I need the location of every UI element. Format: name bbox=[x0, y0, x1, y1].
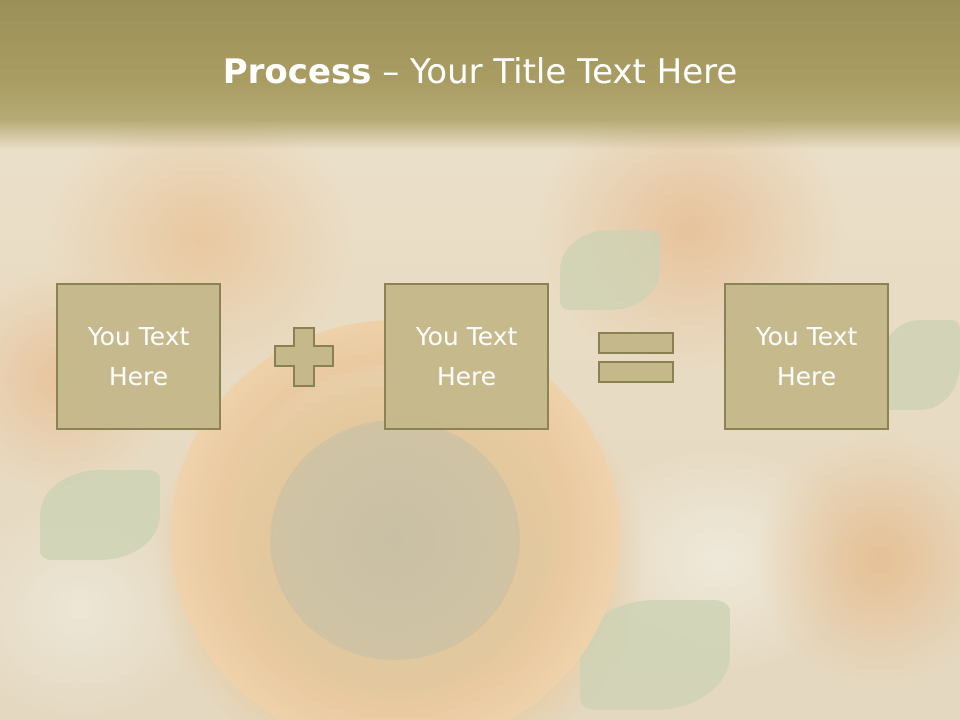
process-step-text: You Text Here bbox=[415, 321, 518, 391]
title-rest: – Your Title Text Here bbox=[371, 52, 738, 92]
leaf bbox=[880, 320, 960, 410]
process-step-1[interactable]: You Text Here bbox=[56, 283, 221, 430]
sunflower-center bbox=[270, 420, 520, 660]
equals-icon-lower bbox=[598, 361, 674, 383]
process-step-text: You Text Here bbox=[755, 321, 858, 391]
title-bar: Process – Your Title Text Here bbox=[0, 0, 960, 150]
plus-icon-center bbox=[276, 347, 332, 365]
title-bold: Process bbox=[222, 52, 372, 92]
process-step-text: You Text Here bbox=[87, 321, 190, 391]
process-step-2[interactable]: You Text Here bbox=[384, 283, 549, 430]
leaf bbox=[40, 470, 160, 560]
process-step-3[interactable]: You Text Here bbox=[724, 283, 889, 430]
equals-icon bbox=[598, 332, 674, 354]
leaf bbox=[580, 600, 730, 710]
leaf bbox=[560, 230, 660, 310]
slide-title: Process – Your Title Text Here bbox=[0, 52, 960, 92]
